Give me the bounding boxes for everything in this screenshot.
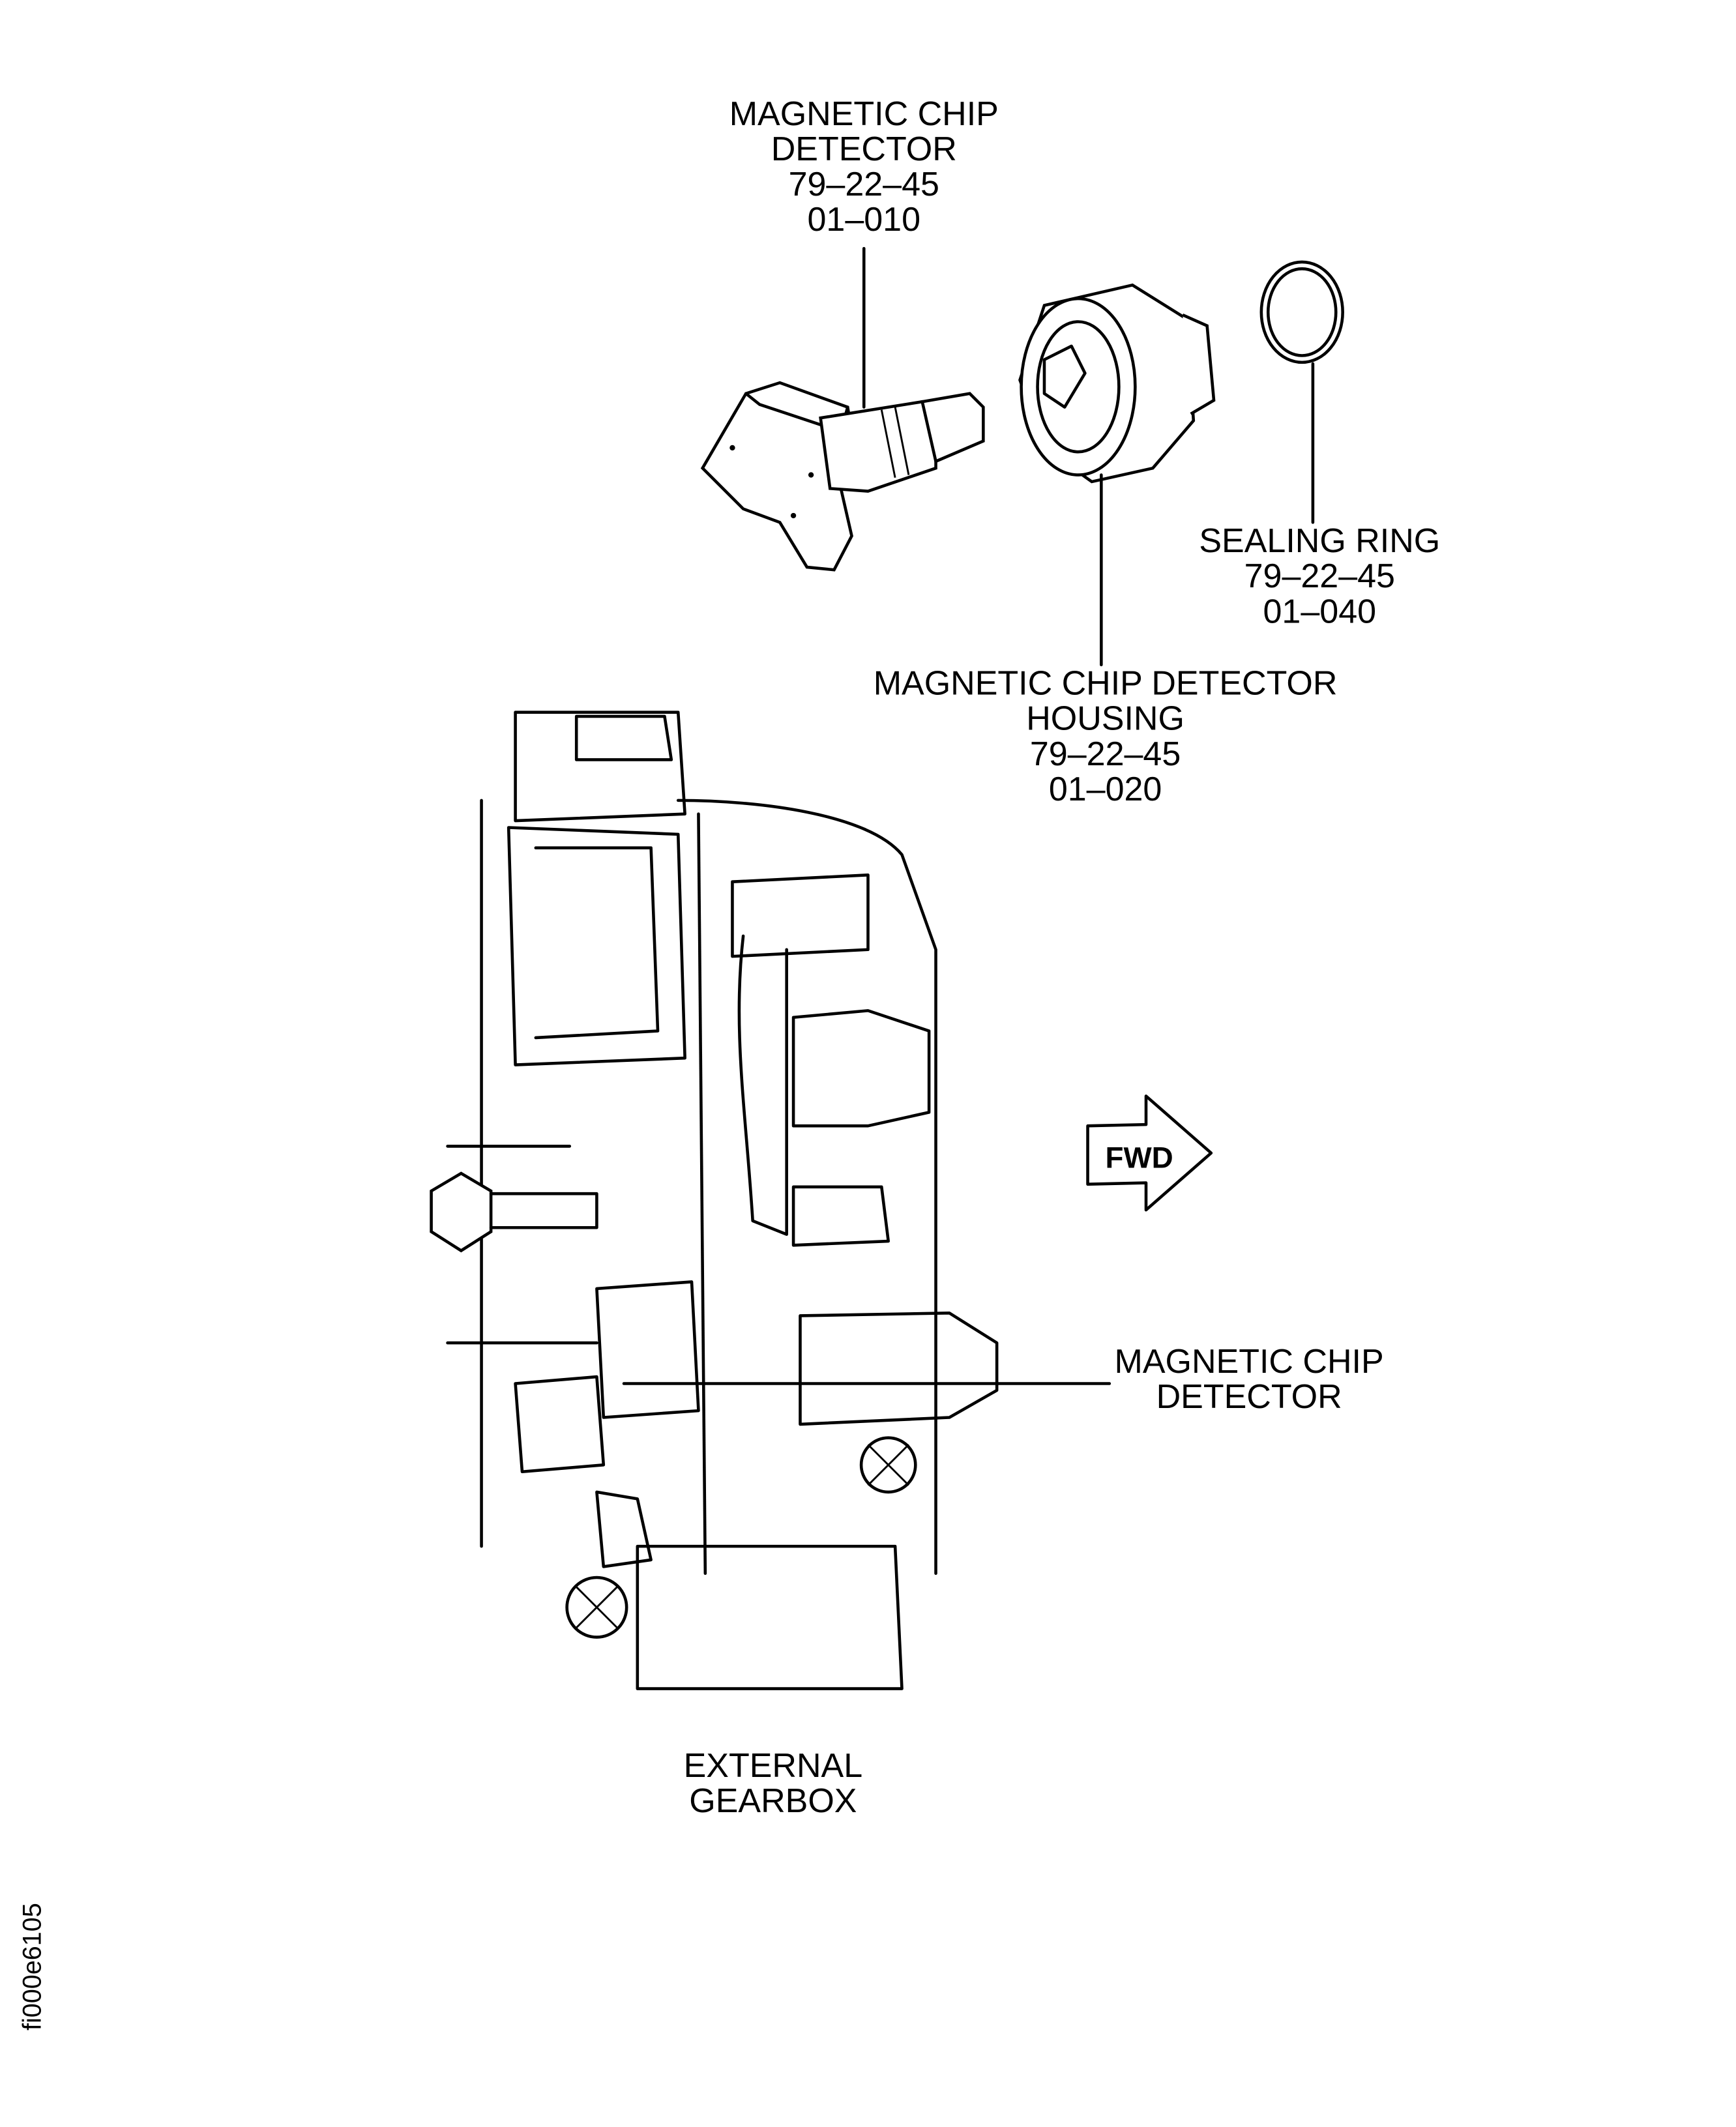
chip-detector-location-line2: DETECTOR (1156, 1378, 1342, 1416)
chip-detector-location-label: MAGNETIC CHIP DETECTOR (1115, 1343, 1384, 1416)
gearbox-label-line1: EXTERNAL (684, 1747, 863, 1785)
fwd-label: FWD (1105, 1141, 1173, 1175)
sealing-ring-part-ref: 79–22–45 (1244, 557, 1395, 595)
external-gearbox-drawing (430, 711, 999, 1690)
figure-id: fi000e6105 (18, 1903, 46, 2031)
chip-detector-item-no: 01–010 (807, 201, 920, 239)
chip-detector-label-line2: DETECTOR (771, 130, 957, 168)
chip-detector-part (700, 381, 985, 572)
housing-label: MAGNETIC CHIP DETECTOR HOUSING 79–22–45 … (874, 665, 1338, 808)
chip-detector-location-line1: MAGNETIC CHIP (1115, 1343, 1384, 1381)
sealing-ring-label: SEALING RING 79–22–45 01–040 (1199, 522, 1440, 630)
housing-item-no: 01–020 (1049, 770, 1162, 808)
gearbox-label-line2: GEARBOX (689, 1782, 857, 1820)
chip-detector-label-line1: MAGNETIC CHIP (729, 95, 999, 133)
gearbox-label: EXTERNAL GEARBOX (684, 1747, 863, 1820)
sealing-ring-label-line1: SEALING RING (1199, 522, 1440, 560)
chip-detector-label: MAGNETIC CHIP DETECTOR 79–22–45 01–010 (729, 95, 999, 239)
forward-arrow: FWD (1086, 1094, 1213, 1212)
sealing-ring-item-no: 01–040 (1263, 593, 1377, 630)
sealing-ring-part (1259, 260, 1344, 364)
housing-label-line1: MAGNETIC CHIP DETECTOR (874, 665, 1338, 703)
housing-part-ref: 79–22–45 (1030, 735, 1181, 773)
chip-detector-part-ref: 79–22–45 (789, 166, 939, 203)
housing-label-line2: HOUSING (1026, 700, 1184, 738)
chip-detector-housing-part (1018, 283, 1216, 484)
